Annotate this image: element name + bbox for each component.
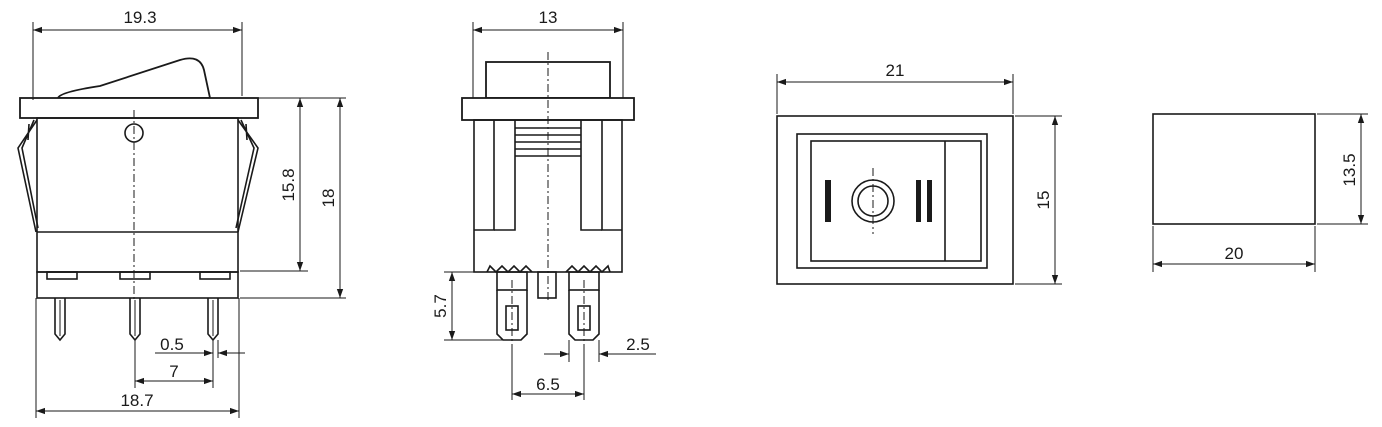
- dim-pin-thickness: 0.5: [160, 335, 184, 354]
- bar-symbol-single: [825, 180, 831, 222]
- panel-cutout-view: 13.5 20: [1152, 113, 1368, 272]
- dim-side-bottom-width: 18.7: [120, 391, 153, 410]
- outer-bezel: [776, 115, 1014, 285]
- bar-symbol-double-1: [916, 180, 921, 222]
- rocker-face: [810, 140, 982, 262]
- left-clip-inner: [21, 119, 39, 229]
- dim-terminal-width: 2.5: [626, 335, 650, 354]
- right-clip-inner: [235, 119, 255, 229]
- dim-total-height: 18: [319, 189, 338, 208]
- dim-top-height: 15: [1034, 191, 1053, 210]
- top-view: 21 15: [776, 61, 1062, 285]
- dim-top-width: 21: [886, 61, 905, 80]
- bezel-flange: [19, 97, 259, 119]
- dim-cutout-height: 13.5: [1340, 153, 1359, 186]
- dim-front-width: 13: [539, 8, 558, 27]
- inner-frame: [796, 133, 988, 269]
- rocker-actuator: [56, 57, 212, 99]
- dim-body-height: 15.8: [279, 168, 298, 201]
- dim-terminal-length: 5.7: [431, 294, 450, 318]
- front-view: 13 5.7 2.5 6.5: [431, 8, 656, 400]
- panel-cutout: [1152, 113, 1316, 225]
- base: [36, 271, 239, 299]
- pins: [54, 298, 219, 342]
- dim-pin-pitch: 7: [169, 362, 178, 381]
- dim-side-top-width: 19.3: [123, 8, 156, 27]
- dim-cutout-width: 20: [1225, 244, 1244, 263]
- side-view: 19.3 15.8 18 0.5 7 18.7: [17, 8, 346, 418]
- bar-symbol-double-2: [927, 180, 932, 222]
- dim-terminal-pitch: 6.5: [536, 375, 560, 394]
